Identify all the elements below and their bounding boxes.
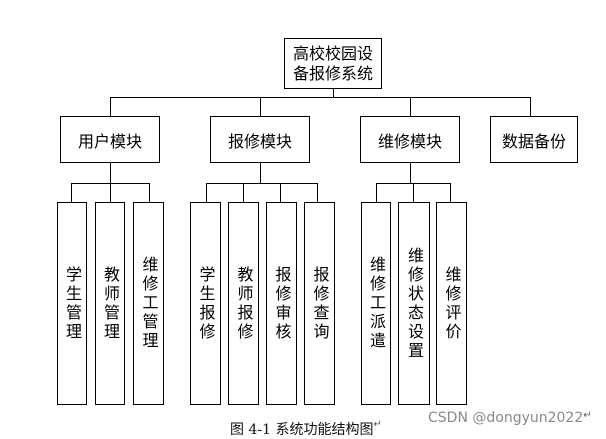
connector (317, 183, 319, 202)
leaf-repairman-dispatch: 维修工派遣 (361, 202, 391, 405)
leaf-repair-review: 报修审核 (266, 202, 297, 405)
root-node: 高校校园设 备报修系统 (284, 38, 382, 89)
leaf-repair-query: 报修查询 (304, 202, 335, 405)
module-backup: 数据备份 (490, 116, 578, 163)
watermark-text: CSDN @dongyun2022 (428, 410, 584, 426)
leaf-label-line-1: 维修 (405, 246, 424, 285)
module-user: 用户模块 (60, 116, 160, 163)
connector (413, 183, 415, 202)
leaf-label: 报修审核 (272, 265, 292, 342)
leaf-label-line-2: 状态设置 (405, 284, 424, 361)
leaf-label: 学生报修 (196, 265, 216, 342)
leaf-label: 维修评价 (442, 265, 462, 342)
module-repair: 报修模块 (210, 116, 310, 163)
connector (450, 183, 452, 202)
paragraph-mark-icon: ↵ (373, 419, 382, 430)
connector (71, 183, 73, 202)
module-repair-label: 报修模块 (227, 131, 292, 151)
connector (206, 183, 208, 202)
connector (410, 97, 412, 116)
connector (376, 183, 378, 202)
leaf-label: 教师管理 (101, 265, 120, 342)
root-title-line-1: 高校校园设 (292, 43, 373, 63)
connector (206, 183, 318, 185)
leaf-teacher-repair: 教师报修 (228, 202, 259, 405)
connector (110, 97, 531, 99)
module-maintain-label: 维修模块 (377, 131, 442, 151)
leaf-label: 学生管理 (63, 265, 82, 342)
module-maintain: 维修模块 (360, 116, 460, 163)
leaf-student-management: 学生管理 (57, 202, 87, 405)
root-title-line-2: 备报修系统 (292, 63, 373, 83)
leaf-label: 报修查询 (310, 265, 330, 342)
figure-caption: 图 4-1 系统功能结构图↵ (230, 419, 382, 439)
connector (410, 163, 412, 183)
module-backup-label: 数据备份 (501, 131, 566, 151)
connector (110, 183, 112, 202)
connector (243, 183, 245, 202)
leaf-label: 维修工管理 (139, 256, 159, 351)
leaf-repairman-management: 维修工管理 (133, 202, 164, 405)
paragraph-mark-icon: ↵ (583, 410, 592, 421)
connector (149, 183, 151, 202)
leaf-label: 维修状态设置 (403, 247, 425, 361)
connector (110, 97, 112, 116)
connector (280, 183, 282, 202)
leaf-teacher-management: 教师管理 (95, 202, 125, 405)
connector (260, 97, 262, 116)
connector (260, 163, 262, 183)
leaf-repair-evaluation: 维修评价 (436, 202, 467, 405)
module-user-label: 用户模块 (77, 131, 142, 151)
watermark: CSDN @dongyun2022↵ (428, 410, 592, 426)
connector (530, 97, 532, 116)
figure-caption-text: 图 4-1 系统功能结构图 (230, 422, 374, 438)
leaf-label: 教师报修 (234, 265, 254, 342)
leaf-student-repair: 学生报修 (190, 202, 221, 405)
connector (110, 163, 112, 183)
leaf-label: 维修工派遣 (367, 256, 386, 351)
connector (333, 89, 335, 98)
leaf-status-setting: 维修状态设置 (398, 202, 430, 405)
